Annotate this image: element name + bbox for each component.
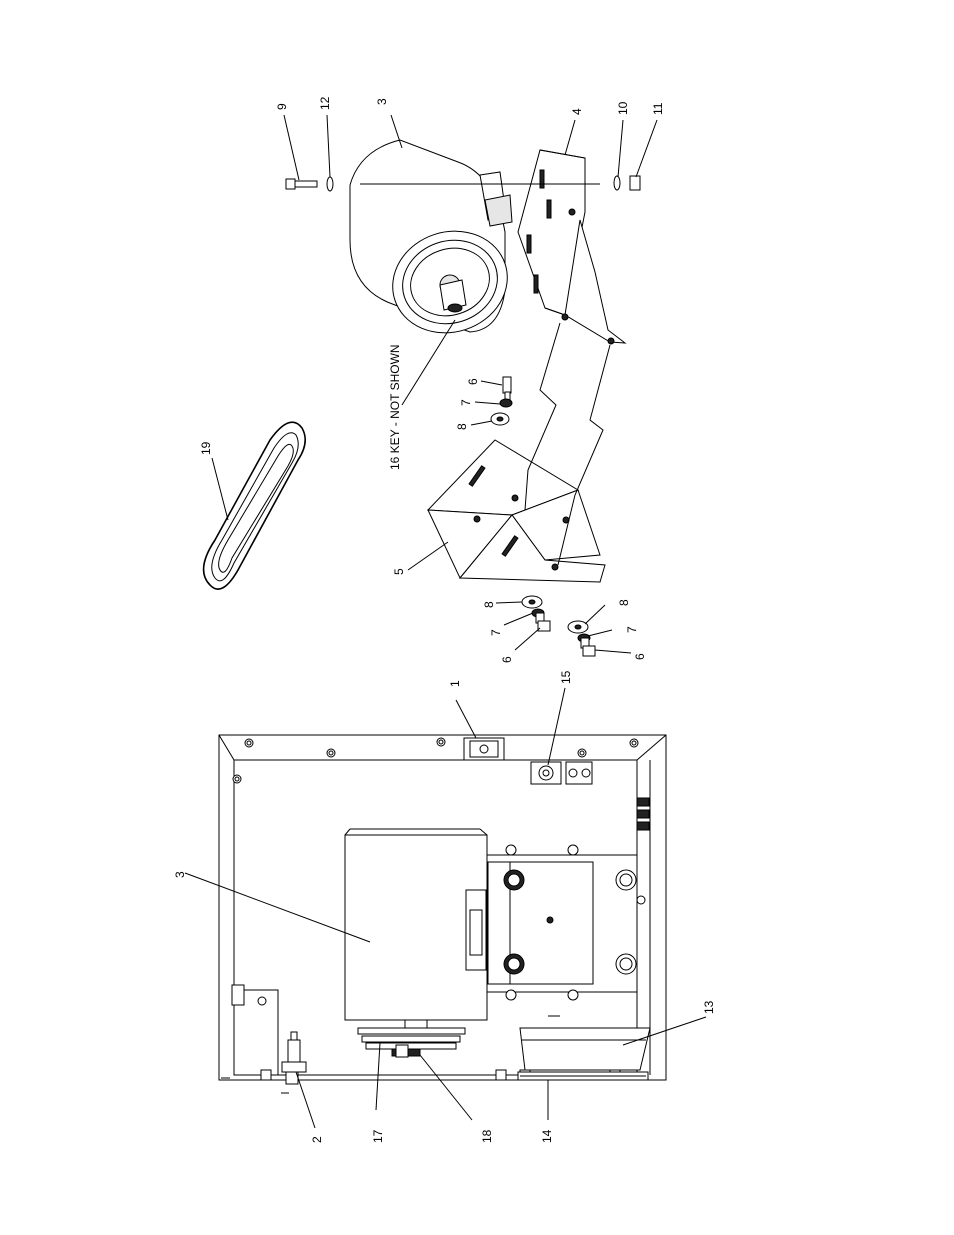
cabinet-assembly [219,735,666,1093]
motor-top-view [345,829,487,1028]
callout-6-a: 6 [466,378,480,385]
callout-7-c: 7 [625,626,639,633]
nut-11 [630,176,640,190]
callout-9: 9 [275,103,289,110]
callout-6-c: 6 [633,653,647,660]
callout-11: 11 [651,102,665,115]
washer-10 [614,176,620,190]
callout-15: 15 [559,670,573,684]
motor [350,140,521,347]
v-belt [204,422,306,589]
mounting-bracket [428,440,605,582]
lower-left-bracket [232,985,278,1075]
callout-13: 13 [702,1000,716,1014]
bolt-9 [286,179,317,189]
callout-4: 4 [570,108,584,115]
callout-7-b: 7 [489,629,503,636]
motor-exploded-assembly [204,140,640,656]
callout-2: 2 [310,1136,324,1143]
callout-5: 5 [392,568,406,575]
hardware-set-a [491,377,512,425]
guard-mount-rail [518,1072,648,1080]
callout-19: 19 [199,441,213,455]
motor-plate-top-view [487,845,645,1000]
hardware-set-c [568,621,595,656]
callout-8-c: 8 [617,599,631,606]
callout-3-bottom: 3 [173,871,187,878]
callout-6-b: 6 [500,656,514,663]
power-switch [464,738,504,760]
callout-8-a: 8 [455,423,469,430]
strain-relief [531,762,592,784]
callout-18: 18 [480,1129,494,1143]
callout-12: 12 [318,96,332,110]
callout-8-b: 8 [482,601,496,608]
motor-plate [518,150,625,344]
callout-10: 10 [616,101,630,115]
callout-7-a: 7 [459,399,473,406]
hardware-set-b [522,596,550,631]
callout-1: 1 [448,680,462,687]
terminal-blocks [637,798,649,830]
callout-3-top: 3 [375,98,389,105]
callout-17: 17 [371,1129,385,1143]
washer-12 [327,177,333,191]
callout-14: 14 [540,1129,554,1143]
callout-16-key-not-shown: 16 KEY - NOT SHOWN [388,344,402,470]
